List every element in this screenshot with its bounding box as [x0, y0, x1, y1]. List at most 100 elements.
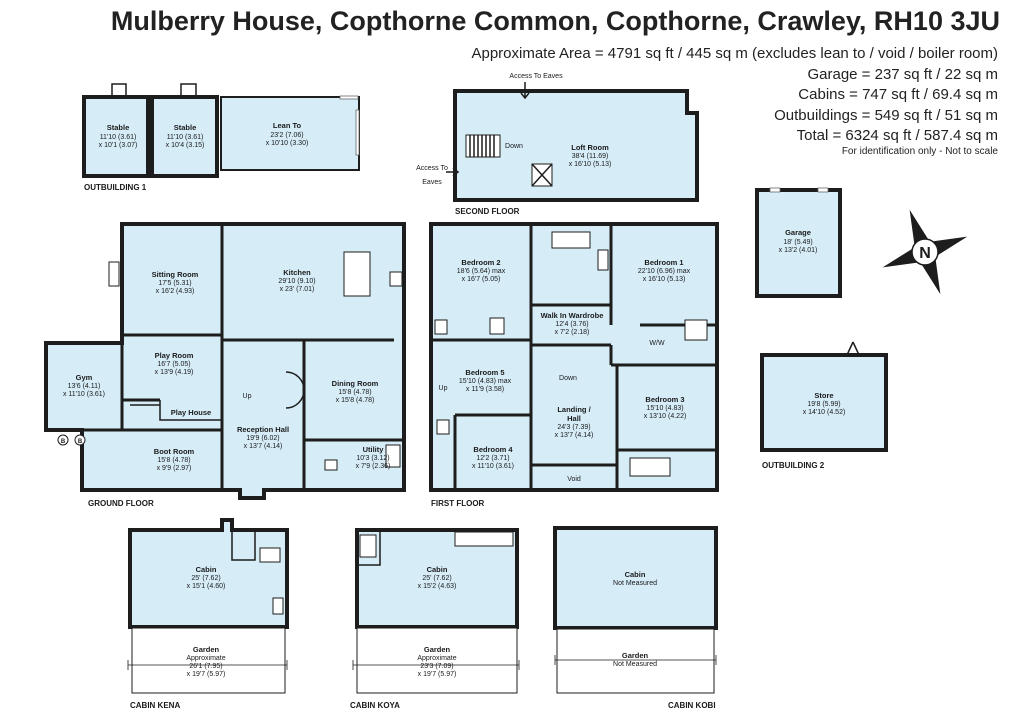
dining-room-name: Dining Room — [332, 379, 379, 388]
bedroom-1-name: Bedroom 1 — [644, 258, 683, 267]
boiler-1: B — [61, 439, 66, 445]
bedroom-3-dim2: x 13'10 (4.22) — [644, 413, 687, 420]
area-line-garage: Garage = 237 sq ft / 22 sq m — [807, 65, 998, 83]
walk-in-wardrobe-dim1: 12'4 (3.76) — [555, 321, 588, 328]
reception-hall-dim2: x 13'7 (4.14) — [244, 443, 283, 450]
compass: N — [882, 209, 968, 295]
stable-1-name: Stable — [107, 123, 130, 132]
access-eaves-top: Access To Eaves — [509, 73, 563, 80]
landing-dim1: 24'3 (7.39) — [557, 424, 590, 431]
second-floor: Access To Eaves Access To Eaves Down Lof… — [416, 73, 699, 216]
first-floor: Bedroom 2 18'6 (5.64) max x 16'7 (5.05) … — [429, 222, 719, 508]
garden-koya-dim1: 23'3 (7.09) — [420, 663, 453, 670]
cabin-koya: Cabin 25' (7.62) x 15'2 (4.63) Garden Ap… — [350, 528, 520, 710]
boot-room-name: Boot Room — [154, 447, 195, 456]
garden-kena — [131, 627, 286, 694]
lean-to-name: Lean To — [273, 121, 302, 130]
garage-room — [755, 188, 842, 298]
bedroom-3-name: Bedroom 3 — [645, 395, 684, 404]
first-floor-label: FIRST FLOOR — [431, 499, 485, 508]
bedroom-4-dim2: x 11'10 (3.61) — [472, 463, 514, 470]
walk-in-wardrobe-name: Walk In Wardrobe — [541, 311, 604, 320]
stable-2-name: Stable — [174, 123, 197, 132]
store-dim2: x 14'10 (4.52) — [803, 409, 846, 416]
reception-hall-dim1: 19'9 (6.02) — [246, 435, 279, 442]
store-dim1: 19'8 (5.99) — [807, 401, 840, 408]
loft-room-dim1: 38'4 (11.69) — [572, 153, 609, 160]
kitchen-name: Kitchen — [283, 268, 311, 277]
garden-kena-approx: Approximate — [186, 655, 225, 662]
area-line-main: Approximate Area = 4791 sq ft / 445 sq m… — [471, 45, 998, 62]
garage-name: Garage — [785, 228, 811, 237]
loft-room — [453, 89, 699, 202]
property-title: Mulberry House, Copthorne Common, Coptho… — [110, 6, 1000, 36]
void-label: Void — [567, 476, 581, 483]
reception-hall-name: Reception Hall — [237, 425, 289, 434]
stable-1-dim1: 11'10 (3.61) — [100, 134, 137, 141]
first-floor-outline — [429, 222, 719, 492]
garage-dim1: 18' (5.49) — [783, 239, 812, 246]
cabin-kena: Cabin 25' (7.62) x 15'1 (4.60) Garden Ap… — [127, 518, 289, 710]
cabin-kobi-room — [553, 526, 718, 630]
bedroom-2-name: Bedroom 2 — [461, 258, 500, 267]
garden-kobi — [556, 628, 715, 694]
bedroom-2-dim1: 18'6 (5.64) max — [457, 268, 506, 275]
ground-stairs-up: Up — [243, 393, 252, 400]
stable-1 — [82, 95, 150, 178]
area-line-total: Total = 6324 sq ft / 587.4 sq m — [796, 127, 998, 144]
first-stairs-down: Down — [559, 375, 577, 382]
utility-dim1: 10'3 (3.12) — [356, 455, 389, 462]
garden-kena-name: Garden — [193, 645, 220, 654]
gym-name: Gym — [76, 373, 93, 382]
boot-room-dim1: 15'8 (4.78) — [157, 457, 190, 464]
garden-kobi-dim1: Not Measured — [613, 661, 657, 668]
garden-kobi-name: Garden — [622, 651, 649, 660]
garage: Garage 18' (5.49) x 13'2 (4.01) — [755, 187, 842, 298]
cabin-kobi: Cabin Not Measured Garden Not Measured C… — [553, 526, 718, 710]
second-floor-label: SECOND FLOOR — [455, 207, 520, 216]
cabin-koya-dim2: x 15'2 (4.63) — [418, 583, 457, 590]
bedroom-4-dim1: 12'2 (3.71) — [476, 455, 509, 462]
bedroom-5-name: Bedroom 5 — [465, 368, 504, 377]
play-room-name: Play Room — [155, 351, 194, 360]
kitchen-dim1: 29'10 (9.10) — [278, 278, 315, 285]
loft-stairs-down: Down — [505, 143, 523, 150]
ground-floor: B B Up Sitting Room 17'5 (5.31) x 16'2 (… — [44, 222, 406, 508]
play-room-dim2: x 13'9 (4.19) — [155, 369, 194, 376]
lean-to-dim2: x 10'10 (3.30) — [266, 140, 309, 147]
cabin-koya-label: CABIN KOYA — [350, 701, 400, 710]
stable-2-dim1: 11'10 (3.61) — [167, 134, 204, 141]
compass-north: N — [919, 245, 931, 262]
area-summary: Approximate Area = 4791 sq ft / 445 sq m… — [471, 44, 998, 147]
walk-in-wardrobe-dim2: x 7'2 (2.18) — [555, 329, 590, 336]
bedroom-4-name: Bedroom 4 — [473, 445, 513, 454]
dining-room-dim2: x 15'8 (4.78) — [336, 397, 375, 404]
cabin-koya-dim1: 25' (7.62) — [422, 575, 451, 582]
bedroom-1-dim1: 22'10 (6.96) max — [638, 268, 691, 275]
outbuilding-1: Stable 11'10 (3.61) x 10'1 (3.07) Stable… — [82, 83, 360, 192]
stable-2-dim2: x 10'4 (3.15) — [166, 142, 205, 149]
garden-koya — [356, 627, 518, 694]
cabin-kobi-dim1: Not Measured — [613, 580, 657, 587]
access-eaves-left-1: Access To — [416, 165, 448, 172]
bedroom-3-dim1: 15'10 (4.83) — [646, 405, 683, 412]
sitting-room-dim2: x 16'2 (4.93) — [156, 288, 195, 295]
utility-name: Utility — [363, 445, 385, 454]
garage-dim2: x 13'2 (4.01) — [779, 247, 818, 254]
stable-2 — [150, 95, 219, 178]
garden-koya-dim2: x 19'7 (5.97) — [418, 671, 457, 678]
outbuilding-1-label: OUTBUILDING 1 — [84, 183, 147, 192]
boiler-2: B — [78, 439, 83, 445]
garden-koya-approx: Approximate — [417, 655, 456, 662]
access-eaves-left-2: Eaves — [422, 179, 442, 186]
loft-room-name: Loft Room — [571, 143, 609, 152]
landing-dim2: x 13'7 (4.14) — [555, 432, 594, 439]
bedroom-5-dim2: x 11'9 (3.58) — [466, 386, 504, 393]
sitting-room-name: Sitting Room — [152, 270, 199, 279]
ground-floor-label: GROUND FLOOR — [88, 499, 154, 508]
cabin-koya-name: Cabin — [427, 565, 448, 574]
walk-in-wardrobe-small: W/W — [649, 340, 665, 347]
area-line-outbuildings: Outbuildings = 549 sq ft / 51 sq m — [774, 106, 998, 124]
cabin-koya-room — [355, 528, 519, 629]
